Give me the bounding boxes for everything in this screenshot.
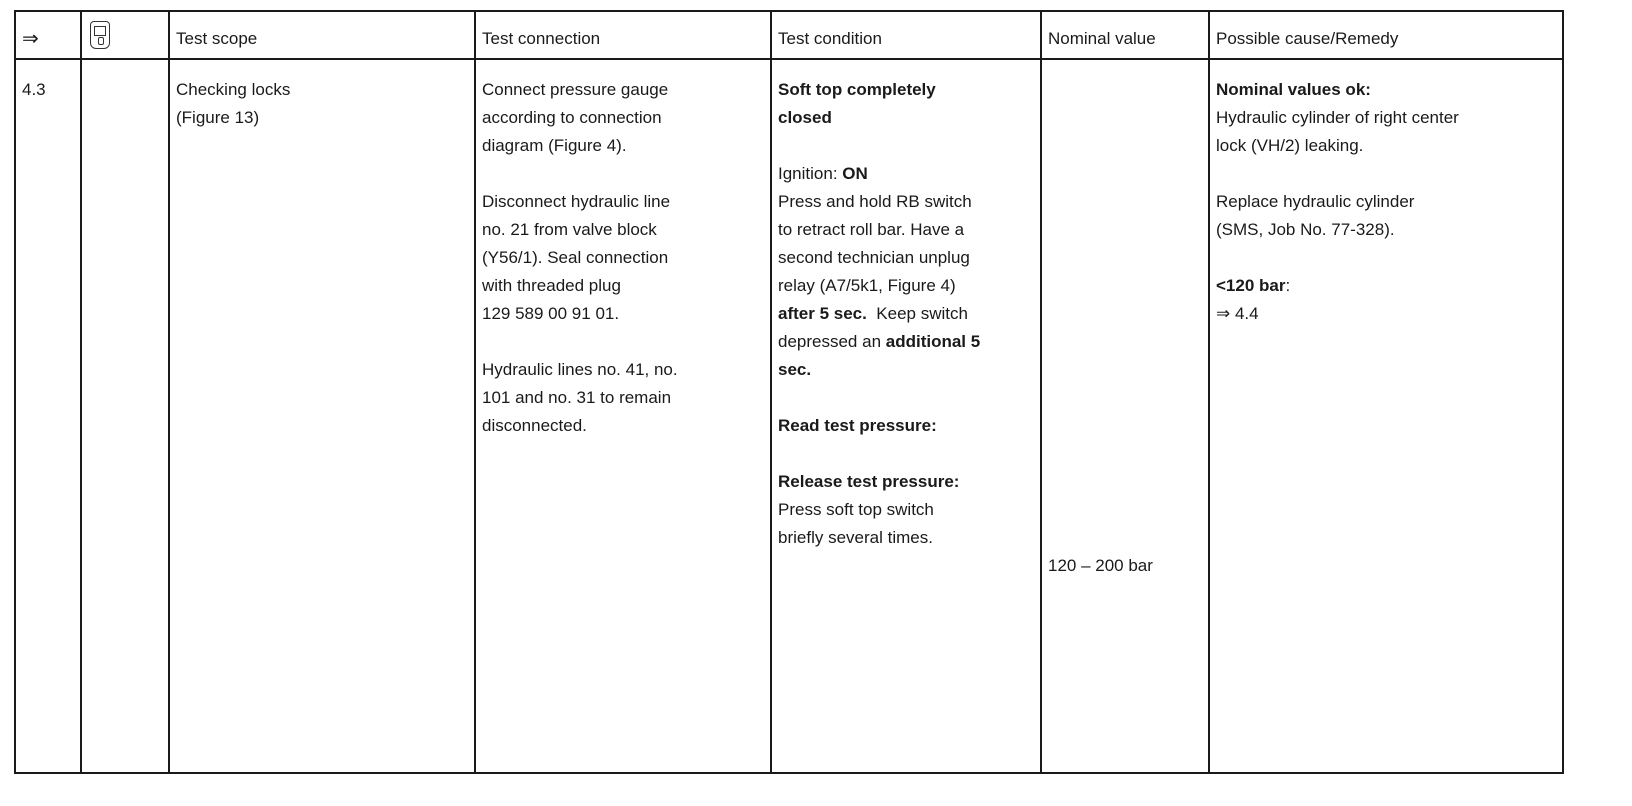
header-test-scope: Test scope [168, 10, 476, 60]
arrow-icon: ⇒ [22, 28, 39, 50]
test-table: ⇒ Test scope Test connection Test condit… [14, 10, 1564, 774]
tester-cell [80, 58, 170, 774]
test-scope-cell: Checking locks (Figure 13) [168, 58, 476, 774]
ignition-value: ON [842, 164, 868, 183]
conn-line: 101 and no. 31 to remain [482, 388, 672, 407]
remedy-heading: Nominal values ok: [1216, 80, 1371, 99]
remedy-line: lock (VH/2) leaking. [1216, 136, 1364, 155]
header-possible-cause: Possible cause/Remedy [1208, 10, 1564, 60]
conn-line: no. 21 from valve block [482, 220, 657, 239]
conn-line: Connect pressure gauge [482, 80, 669, 99]
conn-line: Hydraulic lines no. 41, no. [482, 360, 678, 379]
remedy-low-pressure: <120 bar: [1216, 272, 1556, 300]
header-test-connection: Test connection [474, 10, 772, 60]
nominal-value: 120 – 200 bar [1048, 556, 1153, 575]
cond-line: to retract roll bar. Have a [778, 220, 965, 239]
cond-bold: after 5 sec. [778, 304, 867, 323]
test-condition-cell: Soft top completely closed Ignition: ON … [770, 58, 1042, 774]
release-test-pressure: Release test pressure: [778, 472, 960, 491]
low-pressure-label: <120 bar [1216, 276, 1286, 295]
cond-bold: additional 5 [885, 332, 981, 351]
cond-text: depressed an [778, 332, 886, 351]
cond-line: second technician unplug [778, 248, 970, 267]
conn-line: Disconnect hydraulic line [482, 192, 671, 211]
condition-heading: Soft top completely [778, 80, 936, 99]
table-row: 4.3 Checking locks (Figure 13) Connect p… [14, 58, 1564, 774]
goto-step-link[interactable]: ⇒ 4.4 [1216, 304, 1259, 323]
condition-heading: closed [778, 108, 832, 127]
test-connection-cell: Connect pressure gauge according to conn… [474, 58, 772, 774]
step-number: 4.3 [14, 58, 82, 774]
conn-line: (Y56/1). Seal connection [482, 248, 669, 267]
conn-line: 129 589 00 91 01. [482, 304, 620, 323]
header-test-condition: Test condition [770, 10, 1042, 60]
remedy-line: Hydraulic cylinder of right center [1216, 108, 1459, 127]
tester-icon [90, 21, 110, 49]
remedy-line: Replace hydraulic cylinder [1216, 192, 1415, 211]
conn-line: disconnected. [482, 416, 587, 435]
conn-line: according to connection [482, 108, 662, 127]
cond-text: Keep switch [866, 304, 968, 323]
cond-line: relay (A7/5k1, Figure 4) [778, 276, 956, 295]
conn-line: with threaded plug [482, 276, 621, 295]
scope-line: Checking locks [176, 80, 291, 99]
header-arrow: ⇒ [14, 10, 82, 60]
colon: : [1285, 276, 1291, 295]
nominal-value-cell: 120 – 200 bar [1040, 58, 1210, 774]
ignition-line: Ignition: ON [778, 160, 1034, 188]
cond-line: briefly several times. [778, 528, 933, 547]
cond-line: depressed an additional 5 [778, 328, 1034, 356]
read-test-pressure: Read test pressure: [778, 416, 937, 435]
conn-line: diagram (Figure 4). [482, 136, 627, 155]
header-nominal-value: Nominal value [1040, 10, 1210, 60]
remedy-cell: Nominal values ok: Hydraulic cylinder of… [1208, 58, 1564, 774]
cond-line: Press soft top switch [778, 500, 934, 519]
cond-line: Press and hold RB switch [778, 192, 972, 211]
header-tester [80, 10, 170, 60]
cond-line: sec. [778, 360, 812, 379]
table-header-row: ⇒ Test scope Test connection Test condit… [14, 10, 1564, 60]
cond-line: after 5 sec. Keep switch [778, 300, 1034, 328]
remedy-line: (SMS, Job No. 77-328). [1216, 220, 1395, 239]
ignition-label: Ignition: [778, 164, 843, 183]
scope-figure-ref: (Figure 13) [176, 108, 260, 127]
